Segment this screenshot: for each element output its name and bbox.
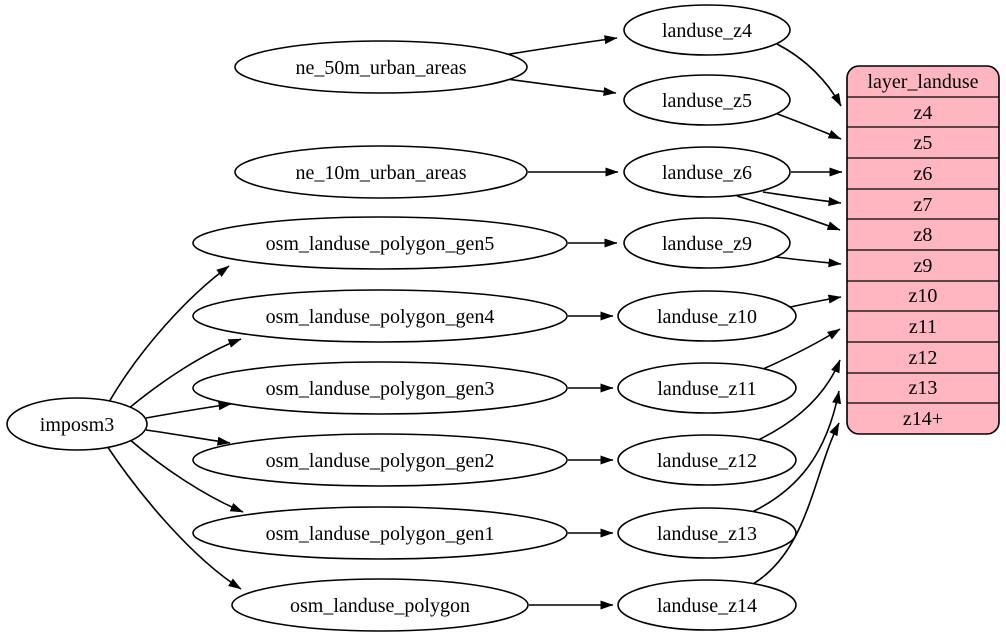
node-landuse_z14-shape bbox=[617, 579, 797, 631]
table-row-z13: z13 bbox=[909, 377, 938, 399]
node-osm_landuse_polygon_gen2-label: osm_landuse_polygon_gen2 bbox=[266, 450, 495, 472]
node-osm_landuse_polygon_gen3-shape bbox=[192, 361, 568, 415]
node-landuse_z6: landuse_z6 bbox=[623, 146, 791, 198]
edge-imposm3-osm_landuse_polygon_gen2 bbox=[145, 429, 231, 446]
edge-imposm3-osm_landuse_polygon_gen1 bbox=[128, 438, 244, 513]
table-row-z7: z7 bbox=[914, 194, 933, 216]
node-imposm3-label: imposm3 bbox=[40, 414, 114, 436]
node-osm_landuse_polygon-shape bbox=[231, 578, 529, 632]
node-ne_10m_urban_areas: ne_10m_urban_areas bbox=[234, 145, 528, 199]
node-landuse_z9-shape bbox=[623, 217, 791, 269]
table-row-z4: z4 bbox=[914, 102, 933, 124]
node-osm_landuse_polygon_gen3-label: osm_landuse_polygon_gen3 bbox=[266, 378, 495, 400]
edge-landuse_z4-layer_landuse-z4 bbox=[776, 43, 842, 107]
edge-landuse_z5-layer_landuse-z5 bbox=[774, 112, 842, 140]
edge-landuse_z10-layer_landuse-z10 bbox=[785, 294, 842, 309]
edge-imposm3-osm_landuse_polygon_gen3 bbox=[145, 401, 232, 419]
node-landuse_z9: landuse_z9 bbox=[623, 217, 791, 269]
node-osm_landuse_polygon_gen1: osm_landuse_polygon_gen1 bbox=[192, 506, 568, 560]
edge-ne_50m_urban_areas-landuse_z5 bbox=[506, 78, 617, 97]
edge-imposm3-osm_landuse_polygon bbox=[106, 445, 242, 590]
node-landuse_z6-shape bbox=[623, 146, 791, 198]
node-osm_landuse_polygon-label: osm_landuse_polygon bbox=[290, 595, 470, 617]
node-osm_landuse_polygon_gen5-label: osm_landuse_polygon_gen5 bbox=[266, 233, 495, 255]
edge-landuse_z6-layer_landuse-z7 bbox=[762, 191, 842, 206]
node-landuse_z11-shape bbox=[617, 362, 797, 414]
node-landuse_z13-shape bbox=[617, 507, 797, 559]
node-osm_landuse_polygon: osm_landuse_polygon bbox=[231, 578, 529, 632]
table-row-z8: z8 bbox=[914, 224, 933, 246]
edge-imposm3-osm_landuse_polygon_gen5 bbox=[108, 265, 230, 403]
node-osm_landuse_polygon_gen4-label: osm_landuse_polygon_gen4 bbox=[266, 306, 495, 328]
node-ne_10m_urban_areas-label: ne_10m_urban_areas bbox=[295, 162, 466, 184]
edge-landuse_z12-layer_landuse-z12 bbox=[753, 359, 841, 443]
node-landuse_z10: landuse_z10 bbox=[617, 290, 797, 342]
node-landuse_z5-label: landuse_z5 bbox=[662, 90, 752, 112]
node-osm_landuse_polygon_gen5-shape bbox=[192, 216, 568, 270]
edge-landuse_z13-layer_landuse-z13 bbox=[747, 390, 841, 515]
table-row-z9: z9 bbox=[914, 255, 933, 277]
node-landuse_z11-label: landuse_z11 bbox=[657, 378, 756, 400]
edge-landuse_z9-layer_landuse-z9 bbox=[775, 256, 842, 268]
node-landuse_z10-shape bbox=[617, 290, 797, 342]
node-landuse_z14-label: landuse_z14 bbox=[657, 595, 757, 617]
node-osm_landuse_polygon_gen5: osm_landuse_polygon_gen5 bbox=[192, 216, 568, 270]
table-row-z12: z12 bbox=[909, 347, 938, 369]
edge-imposm3-osm_landuse_polygon_gen4 bbox=[127, 338, 242, 410]
node-osm_landuse_polygon_gen3: osm_landuse_polygon_gen3 bbox=[192, 361, 568, 415]
edge-ne_50m_urban_areas-landuse_z4 bbox=[503, 35, 618, 56]
node-landuse_z4: landuse_z4 bbox=[623, 4, 791, 56]
node-landuse_z12-label: landuse_z12 bbox=[657, 450, 757, 472]
node-osm_landuse_polygon_gen2: osm_landuse_polygon_gen2 bbox=[192, 433, 568, 487]
node-osm_landuse_polygon_gen2-shape bbox=[192, 433, 568, 487]
node-osm_landuse_polygon_gen1-shape bbox=[192, 506, 568, 560]
nodes-layer: imposm3 ne_50m_urban_areas ne_10m_urban_… bbox=[6, 4, 797, 632]
node-landuse_z4-label: landuse_z4 bbox=[662, 20, 752, 42]
node-landuse_z13-label: landuse_z13 bbox=[657, 523, 757, 545]
node-landuse_z14: landuse_z14 bbox=[617, 579, 797, 631]
edge-landuse_z14-layer_landuse-z14plus bbox=[745, 422, 840, 589]
node-landuse_z4-shape bbox=[623, 4, 791, 56]
node-ne_50m_urban_areas: ne_50m_urban_areas bbox=[234, 40, 528, 94]
edge-landuse_z6-layer_landuse-z8 bbox=[736, 195, 841, 231]
node-osm_landuse_polygon_gen1-label: osm_landuse_polygon_gen1 bbox=[266, 523, 495, 545]
node-landuse_z6-label: landuse_z6 bbox=[662, 162, 752, 184]
node-landuse_z9-label: landuse_z9 bbox=[662, 233, 752, 255]
node-imposm3-shape bbox=[6, 397, 148, 451]
node-ne_10m_urban_areas-shape bbox=[234, 145, 528, 199]
node-ne_50m_urban_areas-shape bbox=[234, 40, 528, 94]
node-landuse_z11: landuse_z11 bbox=[617, 362, 797, 414]
table-row-z5: z5 bbox=[914, 132, 933, 154]
table-row-z6: z6 bbox=[914, 163, 933, 185]
node-imposm3: imposm3 bbox=[6, 397, 148, 451]
edge-landuse_z11-layer_landuse-z11 bbox=[760, 328, 841, 371]
table-row-z11: z11 bbox=[909, 316, 937, 338]
table-row-z10: z10 bbox=[909, 285, 938, 307]
node-ne_50m_urban_areas-label: ne_50m_urban_areas bbox=[295, 57, 466, 79]
node-landuse_z5: landuse_z5 bbox=[623, 74, 791, 126]
node-landuse_z12: landuse_z12 bbox=[617, 434, 797, 486]
layer-landuse-table: layer_landuse z4 z5 z6 z7 z8 z9 z10 z11 … bbox=[846, 65, 1000, 435]
table-title: layer_landuse bbox=[867, 71, 978, 93]
node-landuse_z13: landuse_z13 bbox=[617, 507, 797, 559]
node-landuse_z12-shape bbox=[617, 434, 797, 486]
node-landuse_z10-label: landuse_z10 bbox=[657, 306, 757, 328]
table-row-z14plus: z14+ bbox=[903, 408, 943, 430]
edges-layer bbox=[106, 35, 843, 610]
node-osm_landuse_polygon_gen4: osm_landuse_polygon_gen4 bbox=[192, 289, 568, 343]
node-landuse_z5-shape bbox=[623, 74, 791, 126]
node-osm_landuse_polygon_gen4-shape bbox=[192, 289, 568, 343]
